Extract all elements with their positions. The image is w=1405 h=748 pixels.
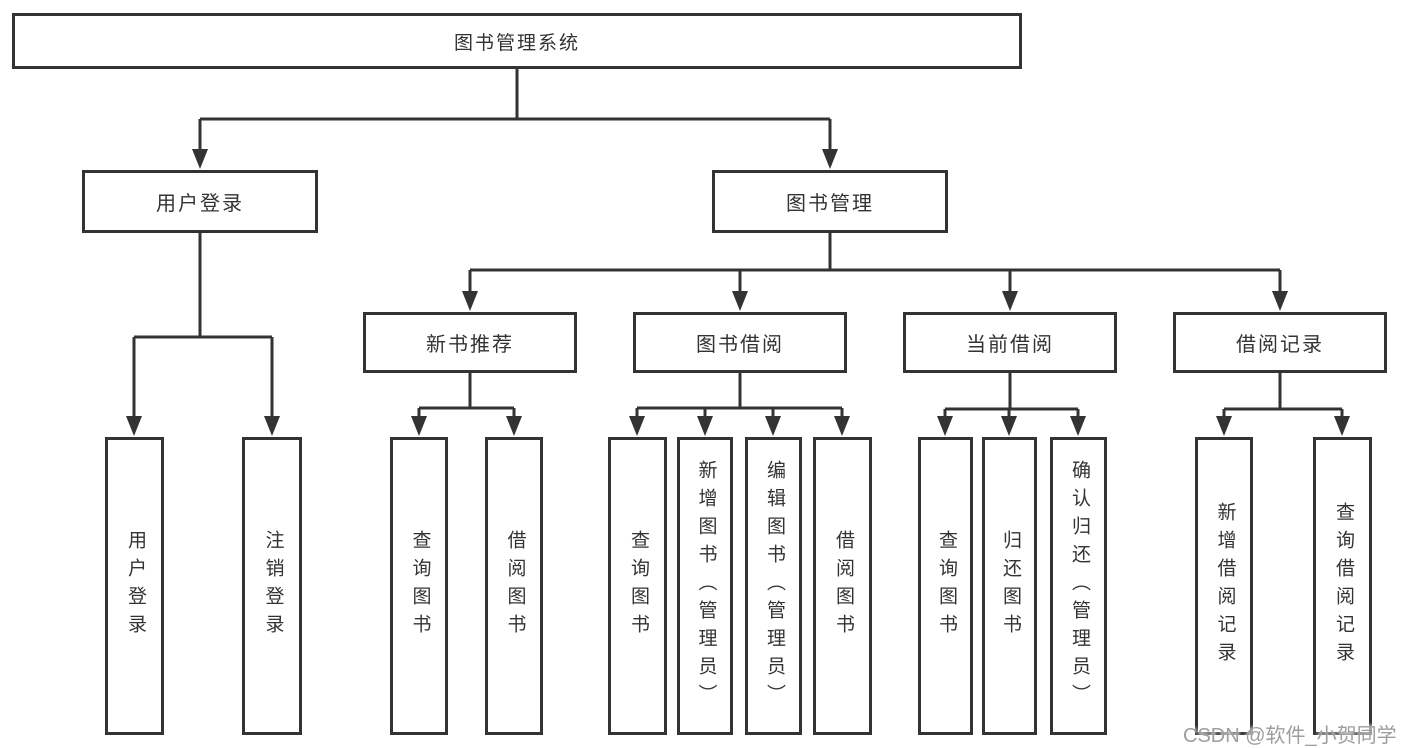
node-label: 图书管理 <box>786 193 874 215</box>
leaf-label: 用户登录 <box>124 530 146 642</box>
leaf-confirm-return-admin: 确认归还（管理员） <box>1050 437 1107 735</box>
leaf-add-books-admin: 新增图书（管理员） <box>677 437 733 735</box>
leaf-label: 借阅图书 <box>504 530 526 642</box>
leaf-label: 查询图书 <box>935 530 957 642</box>
node-borrow-records: 借阅记录 <box>1173 312 1387 373</box>
leaf-label: 新增图书（管理员） <box>695 460 717 712</box>
leaf-label: 新增借阅记录 <box>1214 502 1236 670</box>
csdn-watermark: CSDN @软件_小贺同学 <box>1183 725 1397 747</box>
node-book-borrow: 图书借阅 <box>633 312 847 373</box>
leaf-borrow-books: 借阅图书 <box>813 437 872 735</box>
node-label: 借阅记录 <box>1236 334 1324 356</box>
leaf-logout: 注销登录 <box>242 437 302 735</box>
node-label: 新书推荐 <box>426 334 514 356</box>
leaf-add-borrow-record: 新增借阅记录 <box>1195 437 1253 735</box>
leaf-query-borrow-record: 查询借阅记录 <box>1313 437 1372 735</box>
node-label: 图书管理系统 <box>453 32 580 54</box>
leaf-edit-books-admin: 编辑图书（管理员） <box>745 437 802 735</box>
node-label: 当前借阅 <box>966 334 1054 356</box>
leaf-label: 归还图书 <box>999 530 1021 642</box>
leaf-label: 查询图书 <box>627 530 649 642</box>
leaf-query-books-borrow: 查询图书 <box>608 437 667 735</box>
leaf-label: 编辑图书（管理员） <box>763 460 785 712</box>
leaf-label: 确认归还（管理员） <box>1068 460 1090 712</box>
node-user-login: 用户登录 <box>82 170 318 233</box>
node-book-management: 图书管理 <box>712 170 948 233</box>
node-label: 用户登录 <box>156 193 244 215</box>
node-current-borrow: 当前借阅 <box>903 312 1117 373</box>
leaf-return-books: 归还图书 <box>982 437 1037 735</box>
node-label: 图书借阅 <box>696 334 784 356</box>
leaf-query-books-recommend: 查询图书 <box>390 437 448 735</box>
leaf-label: 注销登录 <box>262 530 284 642</box>
node-new-book-recommend: 新书推荐 <box>363 312 577 373</box>
node-library-management-system: 图书管理系统 <box>12 13 1022 69</box>
leaf-user-login: 用户登录 <box>105 437 164 735</box>
leaf-label: 查询借阅记录 <box>1332 502 1354 670</box>
leaf-label: 查询图书 <box>409 530 431 642</box>
leaf-label: 借阅图书 <box>832 530 854 642</box>
leaf-borrow-books-recommend: 借阅图书 <box>485 437 543 735</box>
leaf-query-books-current: 查询图书 <box>918 437 973 735</box>
